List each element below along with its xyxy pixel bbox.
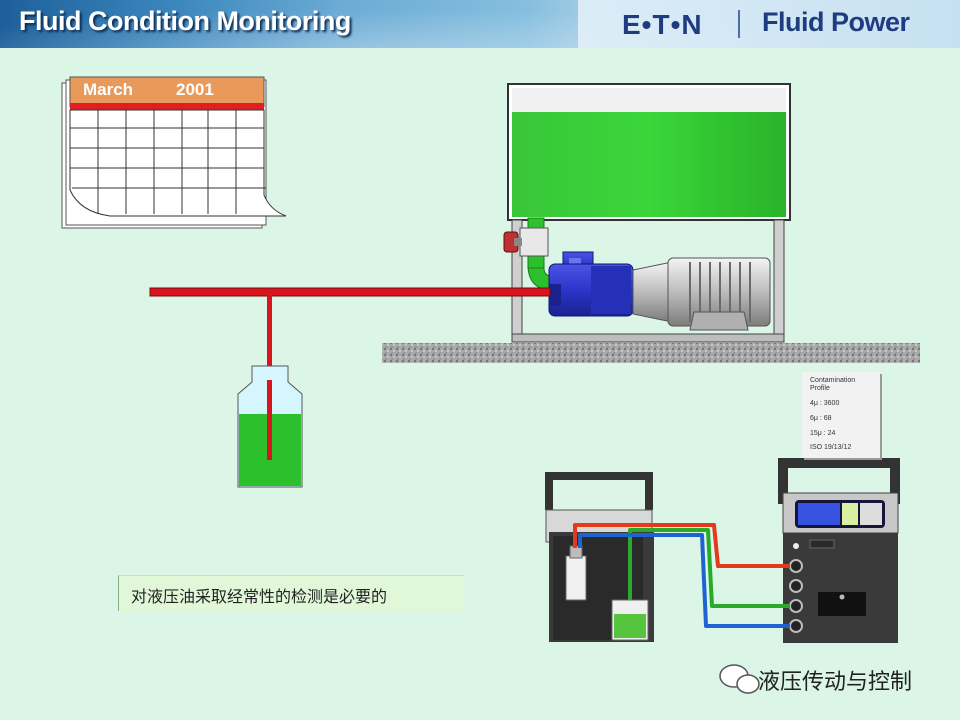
profile-title-1: Contamination [810,377,856,384]
portable-sampling-cart [545,472,654,642]
hydraulic-tank [507,83,791,343]
sampling-line [149,287,551,460]
header-banner: Fluid Condition Monitoring E•T•N Fluid P… [0,0,960,48]
eaton-logo: E•T•N [622,9,703,40]
suction-pipe [503,217,553,291]
brand-panel [578,0,960,48]
particle-analyzer [778,458,900,643]
hose-green [628,528,790,608]
profile-line-6: 6μ : 68 [810,415,832,422]
profile-line-15: 15μ : 24 [810,430,836,437]
profile-title-2: Profile [810,385,830,392]
contamination-profile-card: Contamination Profile 4μ : 3600 6μ : 68 … [802,372,880,458]
page-title: Fluid Condition Monitoring [19,6,351,36]
connection-hoses [573,523,790,628]
sample-bottle [237,365,303,488]
electric-motor [632,257,771,331]
hose-blue [578,533,790,628]
wechat-icon [719,664,760,694]
calendar [61,76,287,229]
watermark-text: 液压传动与控制 [758,670,913,695]
caption-box: 对液压油采取经常性的检测是必要的 [118,575,464,611]
hose-red [573,523,790,568]
brand-subtitle: Fluid Power [762,7,910,37]
caption-text: 对液压油采取经常性的检测是必要的 [131,587,388,606]
logo-divider [738,10,740,38]
profile-line-iso: ISO 19/13/12 [810,444,852,451]
profile-line-4: 4μ : 3600 [810,400,840,407]
calendar-month: March [83,80,134,99]
hydraulic-pump [548,251,634,317]
calendar-year: 2001 [176,80,214,99]
ground-slab [382,343,920,363]
